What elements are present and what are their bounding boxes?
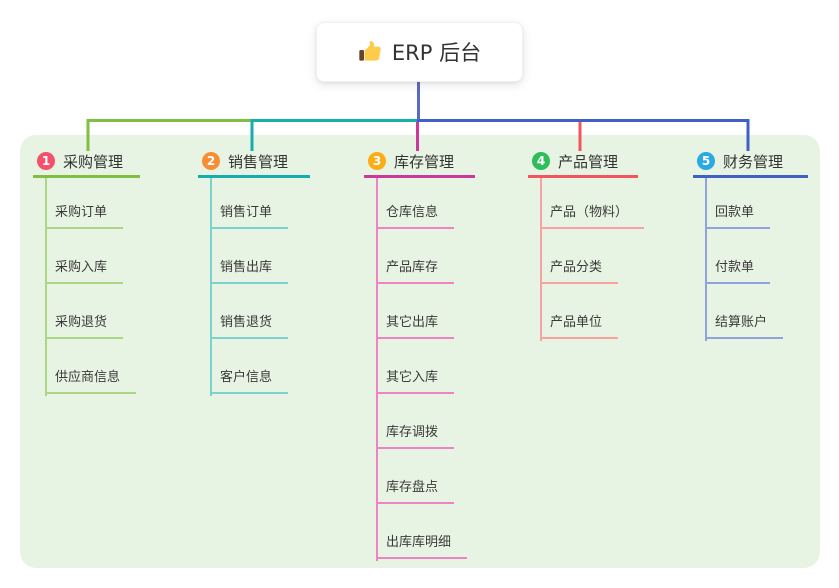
child-row: 结算账户 (693, 284, 784, 339)
branch-node-3[interactable]: 3 库存管理 (364, 147, 475, 178)
root-node[interactable]: ERP 后台 (316, 22, 523, 82)
branch-title-label: 库存管理 (394, 152, 455, 171)
child-row: 产品库存 (364, 229, 467, 284)
child-node[interactable]: 产品库存 (376, 256, 455, 284)
child-node[interactable]: 采购入库 (45, 256, 124, 284)
child-node[interactable]: 产品（物料） (540, 201, 645, 229)
branch-node-5[interactable]: 5 财务管理 (693, 147, 808, 178)
child-row: 销售出库 (198, 229, 289, 284)
child-node[interactable]: 产品分类 (540, 256, 619, 284)
child-node[interactable]: 出库库明细 (376, 531, 468, 559)
child-node[interactable]: 采购退货 (45, 311, 124, 339)
child-node[interactable]: 销售出库 (210, 256, 289, 284)
child-node[interactable]: 采购订单 (45, 201, 124, 229)
branch-number-badge: 4 (532, 152, 550, 170)
branch-title-label: 产品管理 (558, 152, 619, 171)
branch-node-4[interactable]: 4 产品管理 (528, 147, 638, 178)
child-row: 采购订单 (33, 174, 136, 229)
child-node[interactable]: 产品单位 (540, 311, 619, 339)
branch-number-badge: 3 (368, 152, 386, 170)
root-node-label: ERP 后台 (391, 41, 482, 65)
branch-child-connector (705, 178, 707, 341)
branch-children-list: 销售订单销售出库销售退货客户信息 (198, 174, 289, 394)
branch-child-connector (540, 178, 542, 341)
branch-number-badge: 2 (202, 152, 220, 170)
child-node[interactable]: 库存调拨 (376, 421, 455, 449)
child-node[interactable]: 付款单 (705, 256, 771, 284)
branch-children-list: 产品（物料） 产品分类产品单位 (528, 174, 645, 339)
child-node[interactable]: 其它入库 (376, 366, 455, 394)
child-row: 销售退货 (198, 284, 289, 339)
child-row: 产品（物料） (528, 174, 645, 229)
child-row: 其它出库 (364, 284, 467, 339)
child-node[interactable]: 仓库信息 (376, 201, 455, 229)
child-row: 付款单 (693, 229, 783, 284)
branch-children-list: 回款单付款单结算账户 (693, 174, 784, 339)
branch-children-list: 仓库信息产品库存其它出库其它入库库存调拨库存盘点出库库明细 (364, 174, 468, 559)
child-row: 出库库明细 (364, 504, 468, 559)
child-row: 采购退货 (33, 284, 136, 339)
child-row: 销售订单 (198, 174, 289, 229)
child-row: 产品分类 (528, 229, 644, 284)
child-row: 仓库信息 (364, 174, 467, 229)
child-node[interactable]: 回款单 (705, 201, 771, 229)
child-node[interactable]: 供应商信息 (45, 366, 137, 394)
branch-children-list: 采购订单采购入库采购退货供应商信息 (33, 174, 137, 394)
branch-number-badge: 1 (37, 152, 55, 170)
branch-child-connector (45, 178, 47, 396)
child-node[interactable]: 销售退货 (210, 311, 289, 339)
child-row: 其它入库 (364, 339, 467, 394)
child-row: 客户信息 (198, 339, 289, 394)
branch-child-connector (210, 178, 212, 396)
child-node[interactable]: 销售订单 (210, 201, 289, 229)
child-node[interactable]: 其它出库 (376, 311, 455, 339)
child-row: 采购入库 (33, 229, 136, 284)
branch-node-2[interactable]: 2 销售管理 (198, 147, 310, 178)
branch-child-connector (376, 178, 378, 561)
child-row: 库存盘点 (364, 449, 467, 504)
child-node[interactable]: 库存盘点 (376, 476, 455, 504)
child-row: 回款单 (693, 174, 783, 229)
child-node[interactable]: 结算账户 (705, 311, 784, 339)
branch-title-label: 销售管理 (228, 152, 289, 171)
branch-node-1[interactable]: 1 采购管理 (33, 147, 140, 178)
branch-title-label: 采购管理 (63, 152, 124, 171)
child-row: 产品单位 (528, 284, 644, 339)
branch-title-label: 财务管理 (723, 152, 784, 171)
child-row: 供应商信息 (33, 339, 137, 394)
child-node[interactable]: 客户信息 (210, 366, 289, 394)
mindmap-panel (20, 135, 820, 568)
thumbs-up-icon (359, 41, 381, 61)
branch-number-badge: 5 (697, 152, 715, 170)
child-row: 库存调拨 (364, 394, 467, 449)
